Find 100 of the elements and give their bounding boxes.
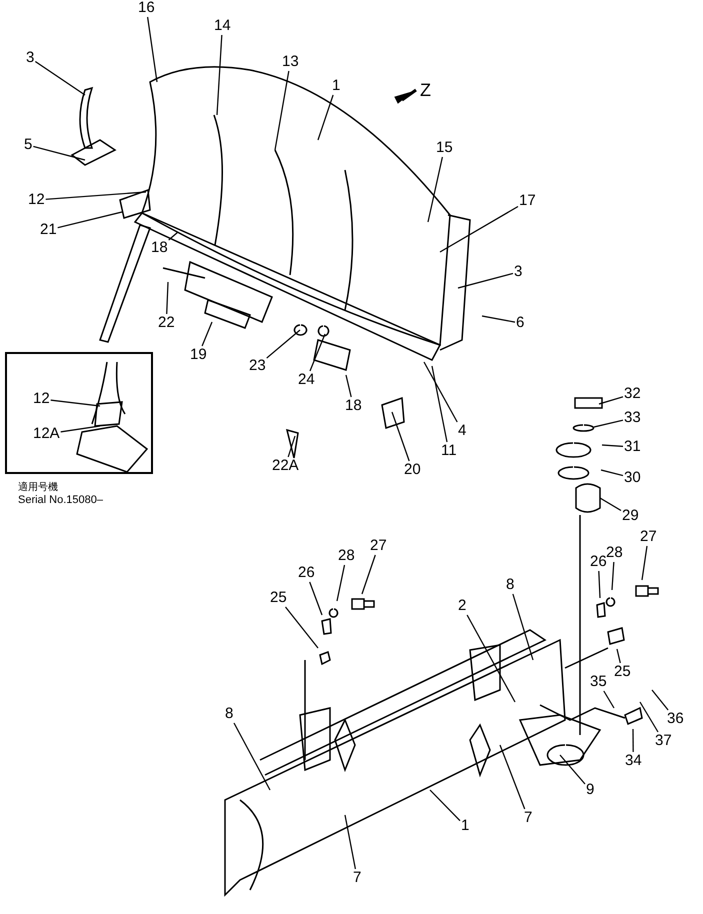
callout-number: 12A bbox=[33, 426, 60, 442]
inset-panel bbox=[5, 352, 153, 474]
callout-number: 8 bbox=[225, 706, 234, 722]
leader-line bbox=[317, 94, 334, 140]
leader-line bbox=[33, 146, 86, 161]
callout-number: 27 bbox=[370, 538, 387, 554]
leader-line bbox=[361, 554, 376, 594]
leader-line bbox=[266, 330, 300, 359]
callout-number: 12 bbox=[33, 391, 50, 407]
leader-line bbox=[147, 16, 158, 82]
leader-line bbox=[594, 420, 624, 428]
leader-line bbox=[216, 34, 222, 116]
callout-number: 17 bbox=[519, 193, 536, 209]
callout-number: 3 bbox=[514, 264, 522, 280]
leader-line bbox=[34, 61, 86, 96]
leader-line bbox=[632, 729, 634, 752]
callout-number: 11 bbox=[441, 443, 457, 459]
callout-number: 5 bbox=[24, 137, 32, 153]
callout-number: 6 bbox=[516, 315, 524, 331]
leader-line bbox=[423, 362, 458, 422]
leader-line bbox=[309, 582, 323, 616]
callout-number: 28 bbox=[338, 548, 355, 564]
leader-line bbox=[60, 425, 100, 432]
callout-number: 30 bbox=[624, 470, 641, 486]
leader-line bbox=[233, 722, 271, 790]
callout-number: 16 bbox=[138, 0, 155, 16]
leader-line bbox=[168, 232, 178, 240]
callout-number: 37 bbox=[655, 733, 672, 749]
leader-line bbox=[336, 564, 346, 602]
callout-number: 21 bbox=[40, 222, 57, 238]
callout-number: 1 bbox=[461, 818, 470, 834]
leader-line bbox=[166, 282, 169, 314]
leader-line bbox=[652, 690, 669, 710]
leader-line bbox=[431, 366, 448, 442]
callout-number: 25 bbox=[614, 664, 631, 680]
callout-number: 4 bbox=[458, 423, 466, 439]
leader-line bbox=[58, 211, 122, 228]
callout-number: 12 bbox=[28, 192, 45, 208]
leader-line bbox=[466, 614, 516, 702]
leader-line bbox=[482, 315, 516, 323]
callout-number: 20 bbox=[404, 462, 421, 478]
callout-number: 28 bbox=[606, 545, 623, 561]
leader-line bbox=[344, 814, 356, 870]
callout-number: 32 bbox=[624, 386, 641, 402]
leader-line bbox=[50, 400, 100, 407]
callout-number: 3 bbox=[26, 50, 34, 66]
leader-line bbox=[611, 562, 614, 590]
callout-number: 33 bbox=[624, 410, 641, 426]
leader-line bbox=[600, 497, 622, 512]
leader-line bbox=[309, 334, 326, 372]
callout-number: 36 bbox=[667, 711, 684, 727]
leader-line bbox=[600, 469, 624, 476]
callout-number: 9 bbox=[586, 782, 594, 798]
callout-number: 14 bbox=[214, 18, 231, 34]
leader-line bbox=[430, 790, 460, 822]
callout-number: 7 bbox=[353, 870, 362, 886]
leader-line bbox=[46, 191, 146, 200]
leader-line bbox=[499, 744, 526, 810]
callout-number: 1 bbox=[332, 78, 340, 94]
serial-note: 適用号機 bbox=[18, 482, 58, 494]
callout-number: 18 bbox=[151, 240, 168, 256]
callout-number: 23 bbox=[249, 358, 266, 374]
callout-number: 8 bbox=[506, 577, 514, 593]
leader-line bbox=[440, 206, 518, 253]
leader-line bbox=[641, 546, 648, 580]
callout-number: 18 bbox=[345, 398, 362, 414]
leader-line bbox=[285, 606, 318, 648]
leader-line bbox=[512, 594, 534, 660]
callout-number: 26 bbox=[590, 554, 607, 570]
leader-line bbox=[427, 156, 443, 222]
callout-number: 27 bbox=[640, 529, 657, 545]
leader-line bbox=[345, 374, 352, 398]
callout-number: 35 bbox=[590, 674, 607, 690]
callout-number: 22 bbox=[158, 315, 175, 331]
callout-number: 7 bbox=[524, 810, 532, 826]
leader-line bbox=[598, 570, 601, 598]
callout-number: 2 bbox=[458, 598, 466, 614]
leader-line bbox=[616, 648, 621, 664]
callout-number: 13 bbox=[282, 54, 299, 70]
leader-line bbox=[603, 690, 615, 708]
callout-number: 26 bbox=[298, 565, 315, 581]
leader-line bbox=[602, 444, 624, 447]
leader-line bbox=[560, 754, 586, 784]
callout-number: 24 bbox=[298, 372, 315, 388]
leader-line bbox=[288, 436, 296, 458]
callout-number: 31 bbox=[624, 439, 641, 455]
callout-number: 15 bbox=[436, 140, 453, 156]
callout-number: 34 bbox=[625, 753, 642, 769]
serial-note: Serial No.15080– bbox=[18, 494, 104, 507]
leader-line bbox=[598, 396, 624, 405]
callout-number: 25 bbox=[270, 590, 287, 606]
leader-line bbox=[458, 272, 514, 289]
callout-number: 22A bbox=[272, 458, 299, 474]
leader-line bbox=[639, 702, 659, 732]
leader-line bbox=[391, 412, 410, 462]
callout-number: 19 bbox=[190, 347, 207, 363]
leader-line bbox=[274, 70, 290, 150]
direction-label: Z bbox=[420, 80, 431, 100]
callout-number: 29 bbox=[622, 508, 639, 524]
leader-line bbox=[202, 322, 213, 346]
